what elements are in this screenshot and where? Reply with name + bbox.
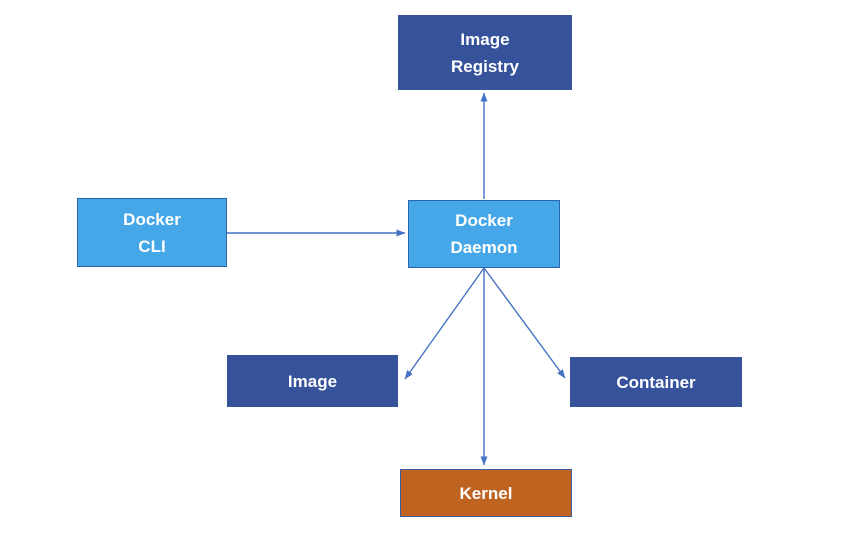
node-docker-daemon-label-line1: Docker [455, 211, 513, 230]
node-image-registry-label-line2: Registry [450, 56, 520, 76]
node-image-registry: Image Registry [398, 15, 572, 90]
node-container: Container [570, 357, 742, 407]
node-container-label: Container [616, 372, 696, 392]
node-docker-cli: Docker CLI [77, 198, 227, 267]
arrow-daemon-to-container [483, 267, 566, 379]
node-image-registry-label-line1: Image [460, 29, 510, 49]
node-docker-cli-label-line1: Docker [123, 209, 181, 229]
node-image: Image [227, 355, 398, 407]
node-docker-cli-label-line2: CLI [138, 236, 166, 256]
arrow-daemon-to-image [404, 267, 485, 380]
node-docker-daemon-label-line2: Daemon [450, 238, 518, 257]
node-image-label: Image [287, 371, 338, 391]
node-kernel-label: Kernel [459, 483, 513, 503]
node-docker-daemon: Docker Daemon [408, 200, 560, 268]
node-kernel: Kernel [400, 469, 572, 517]
